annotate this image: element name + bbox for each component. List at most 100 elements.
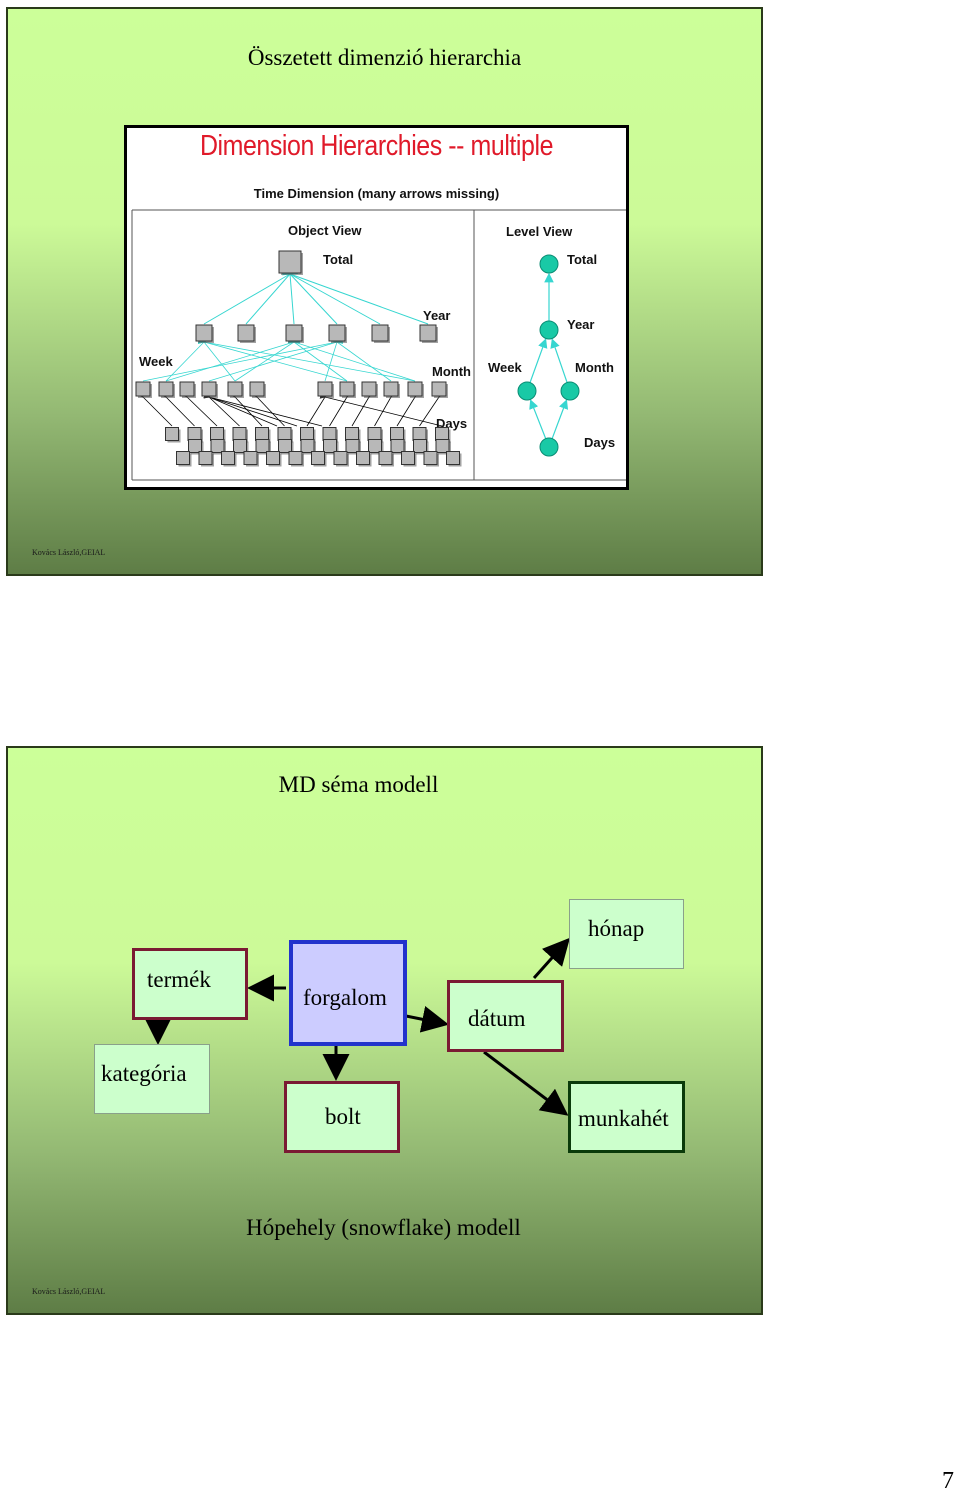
honap-box: hónap <box>569 899 684 969</box>
day-node <box>333 451 348 465</box>
arrow-forgalom-datum <box>405 1006 449 1033</box>
year-node <box>237 324 255 342</box>
slide-2: MD séma modell termék forgalom dátum hón… <box>6 746 763 1315</box>
day-node <box>198 451 213 465</box>
dimension-hierarchy-figure: Dimension Hierarchies -- multiple Time D… <box>124 125 629 490</box>
week-node <box>201 381 217 397</box>
level-month-node <box>560 381 580 401</box>
hierarchy-diagram: Object View Total Year Week Month Days L… <box>131 209 626 481</box>
day-node <box>311 451 325 465</box>
slide-footer: Kovács László,GEIAL <box>32 548 106 557</box>
day-node <box>322 427 337 441</box>
day-node <box>266 451 280 465</box>
day-node <box>255 427 269 441</box>
day-node <box>300 439 315 453</box>
day-node <box>221 451 235 465</box>
level-week-node <box>517 381 537 401</box>
month-node <box>407 381 423 397</box>
ov-month-label: Month <box>432 364 471 379</box>
schema-caption: Hópehely (snowflake) modell <box>246 1215 521 1240</box>
bolt-label: bolt <box>325 1104 361 1129</box>
forgalom-label: forgalom <box>303 985 387 1010</box>
day-node <box>210 427 224 441</box>
lv-total-label: Total <box>567 252 597 267</box>
week-node <box>227 381 243 397</box>
year-node <box>328 324 346 342</box>
lv-week-label: Week <box>488 360 522 375</box>
slide-footer: Kovács László,GEIAL <box>32 1287 106 1296</box>
munkahet-box: munkahét <box>568 1081 685 1153</box>
day-node <box>188 439 202 453</box>
day-node <box>412 427 427 441</box>
week-node <box>179 381 195 397</box>
week-node <box>135 381 151 397</box>
honap-label: hónap <box>588 916 645 941</box>
kategoria-label: kategória <box>101 1061 187 1086</box>
day-node <box>277 427 292 441</box>
month-node <box>361 381 377 397</box>
day-node <box>233 439 247 453</box>
day-node <box>255 439 270 453</box>
ov-total-label: Total <box>323 252 353 267</box>
bolt-box: bolt <box>284 1081 400 1153</box>
day-node <box>243 451 258 465</box>
level-view-heading: Level View <box>506 224 573 239</box>
total-node <box>278 250 302 274</box>
termek-label: termék <box>147 967 211 992</box>
figure-subtitle: Time Dimension (many arrows missing) <box>253 186 500 201</box>
slide-title: Összetett dimenzió hierarchia <box>247 45 522 70</box>
day-node <box>367 427 382 441</box>
day-node <box>232 427 247 441</box>
day-node <box>435 427 449 441</box>
day-node <box>446 451 460 465</box>
day-node <box>210 439 225 453</box>
day-node <box>165 427 179 441</box>
year-node <box>419 324 437 342</box>
day-node <box>368 439 382 453</box>
day-node <box>300 427 314 441</box>
datum-label: dátum <box>468 1006 526 1031</box>
month-node <box>383 381 399 397</box>
slide-title: MD séma modell <box>278 772 439 797</box>
termek-box: termék <box>132 948 248 1020</box>
lv-year-label: Year <box>567 317 594 332</box>
year-node <box>195 324 213 342</box>
level-days-node <box>539 437 559 457</box>
arrow-datum-munkahet <box>483 1050 569 1116</box>
day-node <box>187 427 202 441</box>
day-node <box>356 451 370 465</box>
slide-1: Összetett dimenzió hierarchia Dimension … <box>6 7 763 576</box>
kategoria-box: kategória <box>94 1044 210 1114</box>
level-year-node <box>539 320 559 340</box>
day-node <box>423 451 438 465</box>
ov-year-label: Year <box>423 308 450 323</box>
figure-title: Dimension Hierarchies -- multiple <box>199 130 554 162</box>
day-node <box>288 451 303 465</box>
munkahet-label: munkahét <box>578 1106 669 1131</box>
arrow-datum-honap <box>532 937 571 980</box>
week-node <box>158 381 174 397</box>
day-node <box>345 439 360 453</box>
ov-week-label: Week <box>139 354 173 369</box>
day-node <box>378 451 393 465</box>
lv-days-label: Days <box>584 435 615 450</box>
object-view-heading: Object View <box>288 223 362 238</box>
week-node <box>249 381 265 397</box>
day-node <box>278 439 292 453</box>
day-node <box>390 439 405 453</box>
forgalom-fact-box: forgalom <box>289 940 407 1046</box>
day-node <box>323 439 337 453</box>
month-node <box>317 381 333 397</box>
day-node <box>390 427 404 441</box>
day-node <box>413 439 427 453</box>
month-node <box>431 381 447 397</box>
lv-month-label: Month <box>575 360 614 375</box>
datum-box: dátum <box>447 980 564 1052</box>
year-node <box>285 324 303 342</box>
schema-arrows <box>144 937 571 1116</box>
day-node <box>345 427 359 441</box>
month-node <box>339 381 355 397</box>
page-number: 7 <box>942 1468 954 1494</box>
day-node <box>435 439 450 453</box>
year-node <box>371 324 389 342</box>
